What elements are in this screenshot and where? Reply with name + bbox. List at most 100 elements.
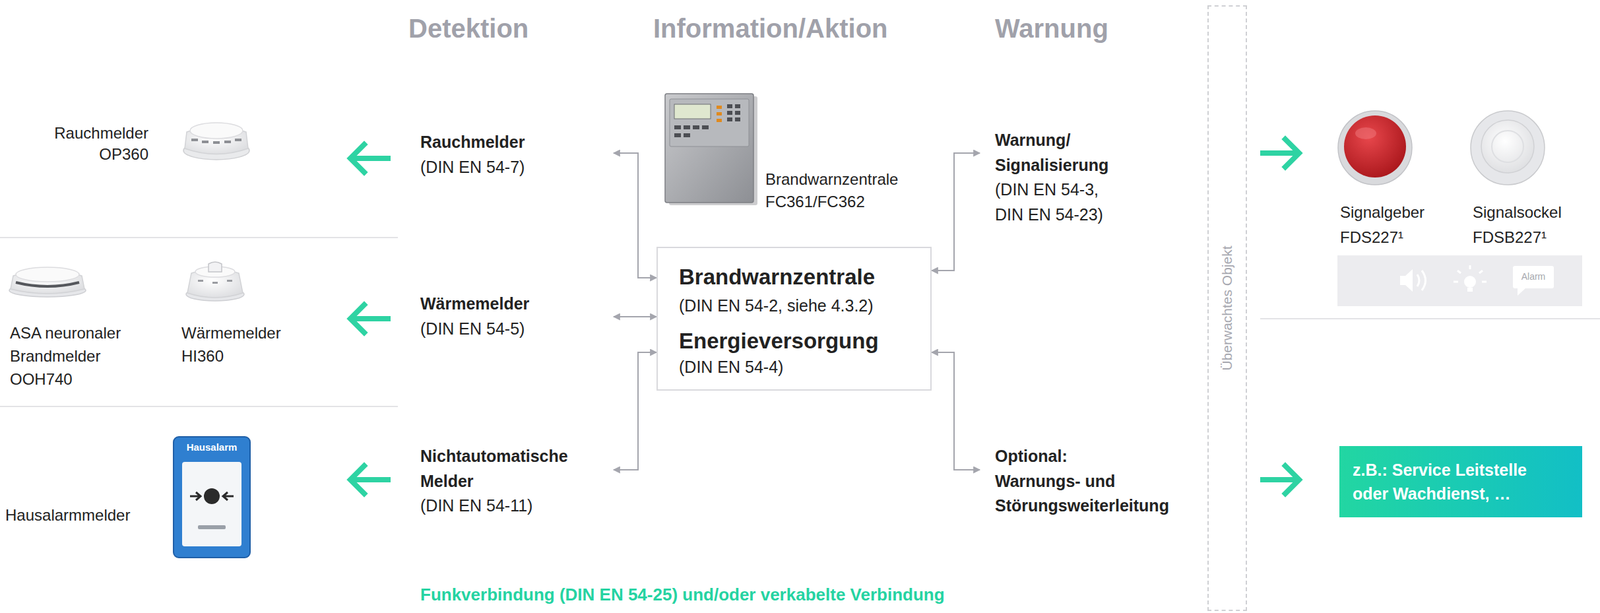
heat-detector-illustration [197, 279, 204, 282]
signal-icon-bar [1467, 287, 1473, 292]
signal-icon-bar [1337, 255, 1583, 307]
sounder-illustration [1338, 110, 1412, 185]
green-arrow [350, 465, 388, 494]
neural-detector-illustration [9, 267, 86, 297]
control-panel-box: Brandwarnzentrale(DIN EN 54-2, siehe 4.3… [656, 246, 932, 391]
device-print: Hausalarm [173, 440, 251, 454]
control-panel-illustration [716, 105, 722, 109]
connector-line [613, 153, 657, 278]
output-group: Optional:Warnungs- und Störungsweiterlei… [979, 444, 1193, 519]
column-heading: Information/Aktion [653, 12, 889, 45]
node-heading: Nichtautomatische Melder [420, 444, 592, 494]
product-label: Wärmemelder HI360 [181, 321, 297, 368]
detector-group: Wärmemelder(DIN EN 54-5) [420, 291, 614, 342]
connector-group [613, 153, 980, 470]
control-panel-illustration [674, 104, 741, 138]
node-heading: Brandwarnzentrale [678, 263, 918, 291]
control-panel-illustration [674, 125, 681, 130]
signal-icon-bar [1464, 275, 1476, 288]
separator-line [0, 405, 398, 408]
control-panel-illustration [735, 117, 741, 122]
control-panel-illustration [727, 104, 733, 109]
signal-icon-bar [1400, 269, 1413, 292]
signal-icon-bar [1337, 255, 1583, 307]
manual-call-point-illustration [182, 461, 242, 547]
node-heading: Rauchmelder [420, 129, 614, 156]
manual-call-point-illustration [203, 488, 220, 505]
sounder-illustration [1344, 115, 1407, 178]
control-panel-illustration [692, 125, 700, 130]
smoke-detector-illustration [190, 122, 243, 139]
product-label: Rauchmelder OP360 [16, 122, 149, 165]
control-panel-illustration [727, 117, 733, 122]
sounder-base-illustration [1481, 120, 1535, 173]
green-arrow [350, 304, 388, 333]
node-heading: z.B.: Service Leitstelle oder Wachdienst… [1352, 457, 1544, 506]
node-text: (DIN EN 54-3, DIN EN 54-23) [994, 177, 1122, 227]
smoke-detector-illustration [191, 138, 242, 144]
connector-line [613, 352, 657, 470]
control-panel-illustration [665, 93, 754, 203]
text-holder: z.B.: Service Leitstelle oder Wachdienst… [1352, 457, 1544, 506]
icon-caption: Alarm [1512, 271, 1554, 283]
product-label: Signalgeber FDS227¹ [1340, 199, 1446, 251]
signal-icon-bar [1417, 270, 1426, 291]
product-label: ASA neuronaler Brandmelder OOH740 [9, 321, 142, 391]
green-arrow [1262, 139, 1300, 167]
control-panel-illustration [683, 125, 691, 130]
control-panel-illustration [716, 112, 722, 116]
green-arrow [350, 139, 1300, 494]
heat-detector-illustration [212, 281, 218, 284]
monitored-zone: Überwachtes Objekt [1207, 5, 1248, 611]
connector-line [613, 316, 657, 318]
signal-icon-bar [1512, 265, 1554, 289]
detector-group: Nichtautomatische Melder(DIN EN 54-11) [420, 444, 614, 519]
node-text: Warnungs- und Störungsweiterleitung [994, 469, 1193, 519]
node-heading: Wärmemelder [420, 291, 614, 317]
signal-icon-bar [1453, 265, 1487, 282]
manual-call-point-illustration [173, 436, 251, 558]
service-box: z.B.: Service Leitstelle oder Wachdienst… [1339, 446, 1583, 518]
control-panel-illustration [716, 118, 722, 123]
control-panel-illustration [702, 125, 709, 130]
control-panel-illustration [683, 133, 691, 138]
sounder-base-illustration [1491, 130, 1524, 163]
node-text: (DIN EN 54-4) [678, 356, 918, 377]
node-text: (DIN EN 54-11) [420, 493, 614, 519]
sounder-base-illustration [1470, 110, 1545, 185]
column-heading: Detektion [408, 12, 529, 45]
heat-detector-illustration [226, 279, 233, 282]
connector-line [931, 352, 980, 470]
neural-detector-illustration [15, 282, 80, 287]
separator-line [0, 237, 1600, 407]
smoke-detector-illustration [201, 140, 209, 144]
detector-group: Rauchmelder(DIN EN 54-7) [420, 129, 614, 180]
sounder-illustration [1355, 127, 1377, 140]
green-arrow [1262, 465, 1300, 494]
control-panel-illustration [665, 93, 758, 206]
output-group: Warnung/ Signalisierung(DIN EN 54-3, DIN… [979, 128, 1122, 227]
footer-note: Funkverbindung (DIN EN 54-25) und/oder v… [420, 584, 945, 606]
node-text: (DIN EN 54-7) [420, 155, 614, 181]
node-text: (DIN EN 54-5) [420, 316, 614, 342]
smoke-detector-illustration [224, 140, 231, 144]
control-panel-illustration [735, 110, 741, 115]
control-panel-illustration [669, 98, 749, 147]
neural-detector-illustration [15, 267, 80, 282]
sounder-base-illustration [1470, 110, 1545, 185]
control-panel-illustration [674, 133, 681, 138]
manual-call-point-illustration [190, 492, 201, 501]
green-arrow [350, 144, 388, 173]
control-panel-illustration [674, 104, 711, 119]
control-panel-illustration [735, 104, 741, 109]
control-panel-illustration [716, 105, 722, 123]
separator-line [1260, 318, 1600, 320]
product-label: Brandwarnzentrale FC361/FC362 [765, 168, 931, 214]
separator-line [0, 236, 398, 239]
smoke-detector-illustration [234, 138, 242, 142]
control-panel-illustration [727, 110, 733, 115]
smoke-detector-illustration [183, 122, 250, 160]
manual-call-point-illustration [197, 525, 226, 530]
node-text: Energieversorgung [678, 327, 918, 355]
